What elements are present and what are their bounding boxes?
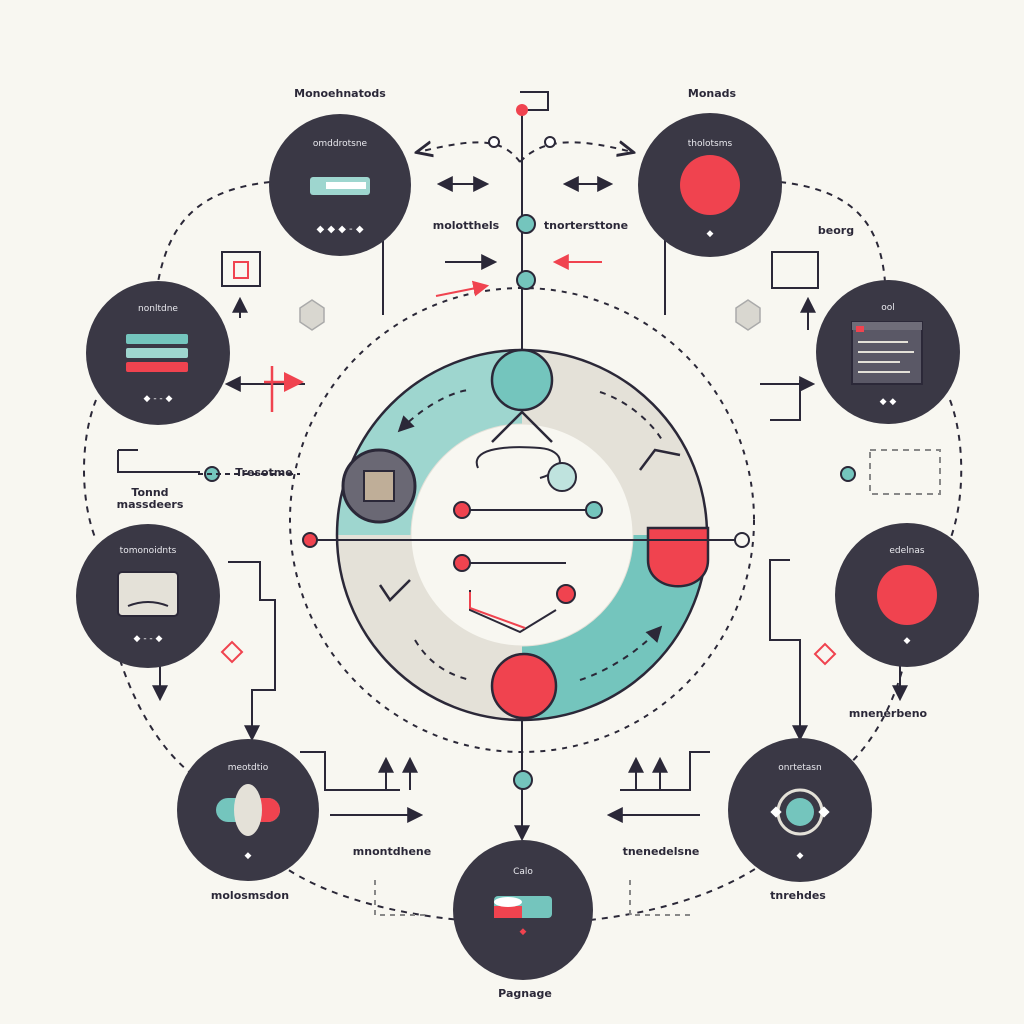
cycle-bottom-disc <box>490 652 558 720</box>
label-left-mid-b: massdeers <box>117 498 184 511</box>
node-title: Calo <box>513 867 533 877</box>
node-title: ool <box>881 303 895 313</box>
node-onrtetasn[interactable]: onrtetasn ◆ <box>728 738 872 882</box>
svg-text:◆: ◆ <box>904 636 911 646</box>
cycle-top-disc <box>490 348 554 412</box>
node-tomonoidnts[interactable]: tomonoidnts ◆ - - ◆ <box>76 524 220 668</box>
svg-text:◆ ◆ ◆ - ◆: ◆ ◆ ◆ - ◆ <box>316 224 363 235</box>
hex-icon-left <box>299 299 325 331</box>
diamond-icon-right <box>813 642 837 666</box>
label-bottom: Pagnage <box>498 987 552 1000</box>
node-edelnas[interactable]: edelnas ◆ <box>835 523 979 667</box>
side-connectors <box>117 230 908 742</box>
inner-dot-2 <box>585 501 603 519</box>
label-top-mid-left: molotthels <box>433 219 500 232</box>
node-calo[interactable]: Calo ◆ <box>453 840 593 980</box>
dashed-frame-right <box>869 449 941 495</box>
database-icon <box>494 896 552 918</box>
record-dot-icon <box>877 565 937 625</box>
node-ool[interactable]: ool ◆ ◆ <box>816 280 960 424</box>
label-top-right: Monads <box>688 87 737 100</box>
svg-text:◆ - - ◆: ◆ - - ◆ <box>144 394 173 404</box>
svg-text:◆: ◆ <box>245 851 252 861</box>
label-bottom-mid-right: tnenedelsne <box>623 845 700 858</box>
document-icon <box>851 321 923 385</box>
node-title: omddrotsne <box>313 139 368 149</box>
cycle-right-capsule <box>646 526 710 588</box>
pill-icon <box>216 784 280 836</box>
inner-dot-3 <box>453 554 471 572</box>
top-hook-dot <box>516 104 528 116</box>
svg-text:◆: ◆ <box>797 851 804 861</box>
hex-icon-right <box>735 299 761 331</box>
node-title: nonltdne <box>138 304 178 314</box>
axis-junction-right <box>544 136 556 148</box>
node-title: meotdtio <box>228 763 269 773</box>
frame-icon-left <box>221 251 261 287</box>
top-right-arc-arrow <box>519 142 632 163</box>
node-nonltdne[interactable]: nonltdne ◆ - - ◆ <box>86 281 230 425</box>
label-top-left: Monoehnatods <box>294 87 386 100</box>
svg-text:◆: ◆ <box>520 927 527 937</box>
node-title: tholotsms <box>688 139 733 149</box>
node-omddrotsne[interactable]: omddrotsne ◆ ◆ ◆ - ◆ <box>269 114 411 256</box>
window-icon <box>117 571 179 617</box>
svg-text:◆: ◆ <box>707 229 714 239</box>
node-title: onrtetasn <box>778 763 821 773</box>
node-meotdtio[interactable]: meotdtio ◆ <box>177 739 319 881</box>
axis-end-right <box>734 532 750 548</box>
top-hook-icon <box>520 91 549 111</box>
label-left-mid-c: Tresotme <box>235 466 292 479</box>
target-ring-icon <box>770 788 830 836</box>
label-right-small: beorg <box>818 224 854 237</box>
list-icon <box>126 334 188 372</box>
axis-node-1 <box>516 214 536 234</box>
node-title: tomonoidnts <box>120 546 177 556</box>
bottom-connectors <box>300 751 710 823</box>
axis-end-left <box>302 532 318 548</box>
axis-node-3 <box>513 770 533 790</box>
axis-junction-left <box>488 136 500 148</box>
label-bottom-right: tnrehdes <box>770 889 826 902</box>
node-tholotsms[interactable]: tholotsms ◆ <box>638 113 782 257</box>
svg-text:◆ - - ◆: ◆ - - ◆ <box>134 634 163 644</box>
diamond-icon-left <box>220 640 244 664</box>
toggle-icon <box>310 177 370 195</box>
inner-dot-5 <box>547 462 577 492</box>
record-dot-icon <box>680 155 740 215</box>
label-bottom-left: molosmsdon <box>211 889 289 902</box>
chevron-up-icon <box>491 410 553 443</box>
bottom-dashed-brackets <box>374 880 695 916</box>
label-top-mid-right: tnortersttone <box>544 219 628 232</box>
label-bottom-mid-left: mnontdhene <box>353 845 431 858</box>
frame-icon-right <box>771 251 819 289</box>
axis-node-2 <box>516 270 536 290</box>
inner-dot-1 <box>453 501 471 519</box>
node-title: edelnas <box>889 546 925 556</box>
label-left-mid-a: Tonnd <box>131 486 168 499</box>
label-right-lower: mnenerbeno <box>849 707 928 720</box>
svg-text:◆ ◆: ◆ ◆ <box>880 397 897 407</box>
right-port-dot <box>840 466 856 482</box>
inner-dot-4 <box>556 584 576 604</box>
